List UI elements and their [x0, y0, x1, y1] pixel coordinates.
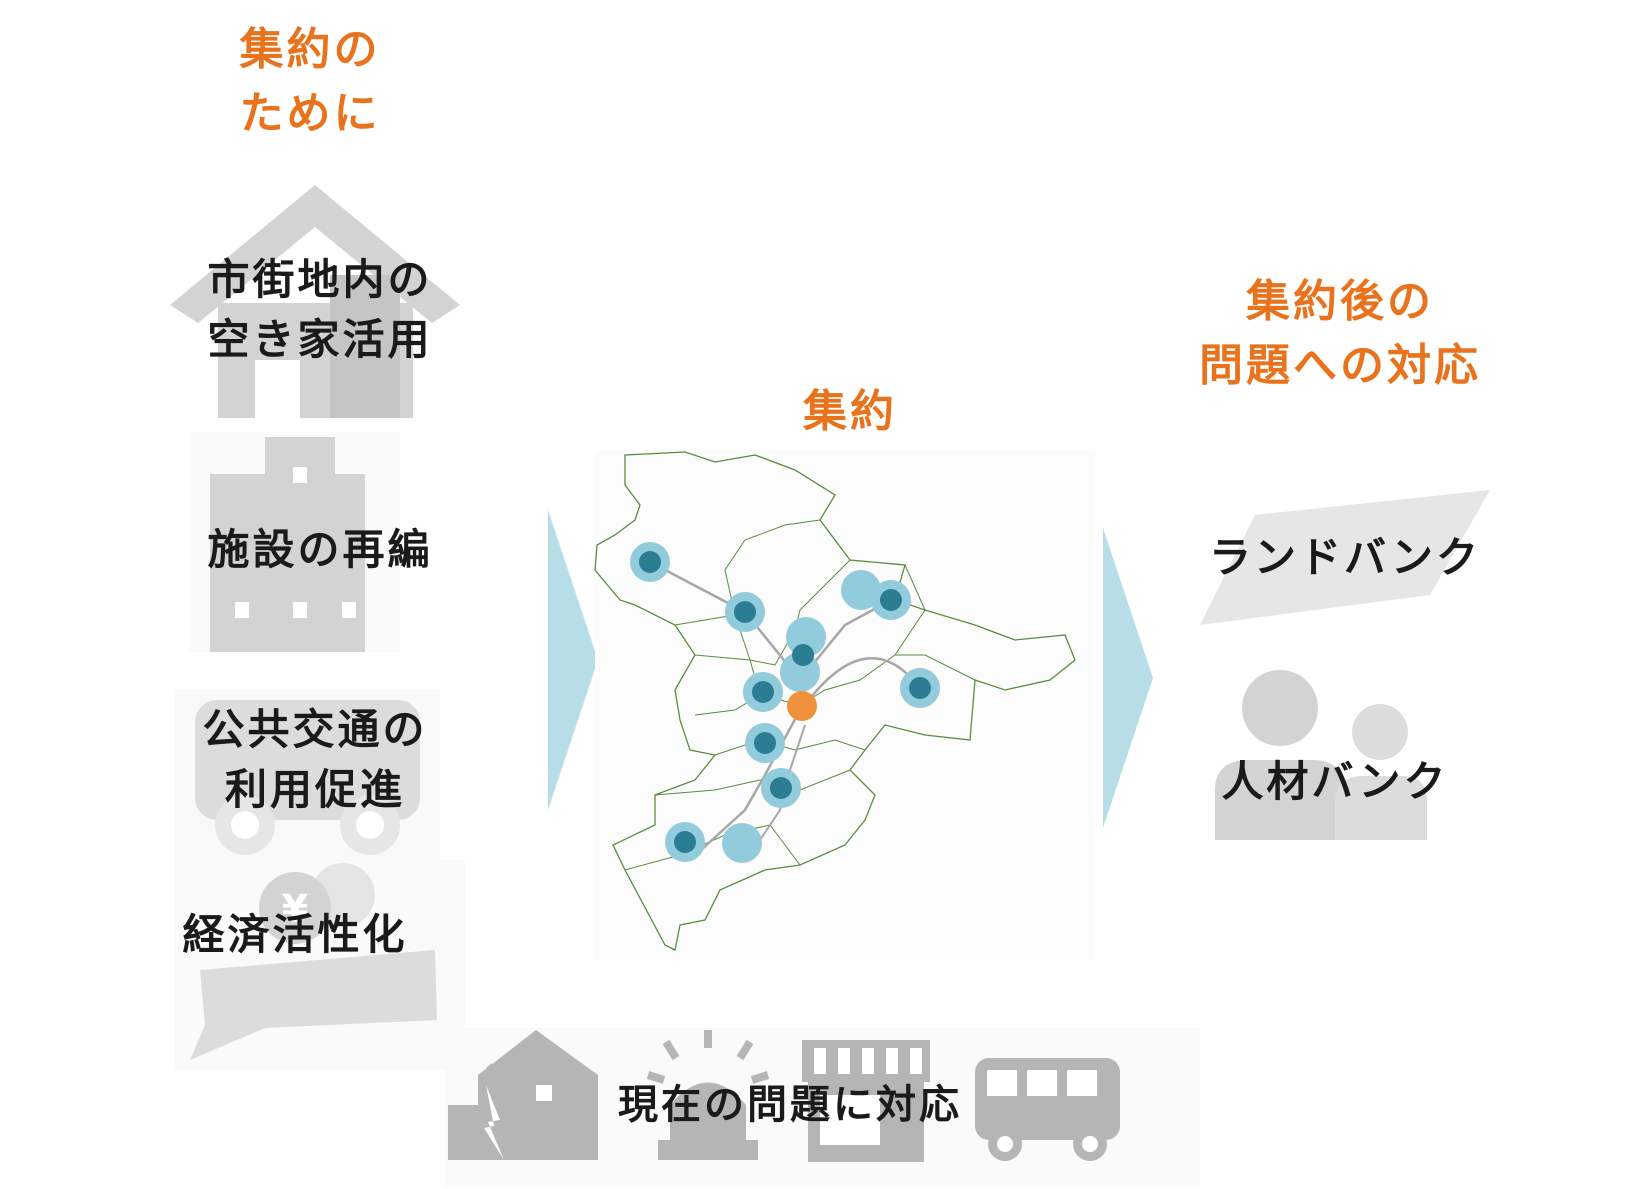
house-icon — [170, 185, 460, 418]
left-item-4-label: 経済活性化 — [150, 905, 440, 965]
station-node — [780, 644, 820, 692]
arrow-right-icon — [548, 510, 598, 810]
people-icon — [1215, 670, 1427, 840]
station-node — [665, 822, 705, 862]
city-map-icon — [594, 450, 1095, 960]
right-item-2-label: 人材バンク — [1221, 757, 1449, 806]
left-item-3-label: 公共交通の 利用促進 — [155, 700, 475, 820]
bus-icon — [175, 690, 440, 860]
station-node — [761, 768, 801, 808]
station-node — [725, 592, 765, 632]
station-node — [630, 542, 670, 582]
land-parcel-icon — [1200, 490, 1490, 625]
left-item-2-label: 施設の再編 — [180, 520, 460, 580]
left-heading: 集約の ために — [190, 18, 430, 146]
svg-text:¥: ¥ — [282, 887, 308, 931]
left-item-1-label: 市街地内の 空き家活用 — [160, 250, 480, 370]
station-node — [871, 580, 911, 620]
yen-coins-icon: ¥ — [175, 860, 465, 1070]
store-icon — [802, 1040, 930, 1162]
left-heading-line1: 集約の — [239, 24, 381, 75]
left-item-3-line1: 公共交通の — [202, 705, 428, 754]
center-heading: 集約 — [803, 386, 897, 437]
left-item-4-line1: 経済活性化 — [182, 910, 408, 959]
station-node — [745, 723, 785, 763]
station-node — [900, 668, 940, 708]
right-heading: 集約後の 問題への対応 — [1140, 270, 1540, 398]
station-node — [743, 672, 783, 712]
center-node — [787, 691, 817, 721]
arrow-right-icon-2 — [1103, 528, 1153, 828]
station-node — [722, 823, 762, 863]
right-heading-line1: 集約後の — [1246, 276, 1434, 327]
right-item-1-label: ランドバンク — [1208, 533, 1482, 582]
alarm-light-icon — [646, 1030, 770, 1160]
building-icon — [190, 432, 400, 652]
left-item-1-line1: 市街地内の — [207, 255, 433, 304]
damaged-house-icon — [448, 1030, 598, 1160]
right-heading-line2: 問題への対応 — [1199, 340, 1481, 391]
left-item-2-line1: 施設の再編 — [207, 525, 433, 574]
left-item-3-line2: 利用促進 — [224, 765, 405, 814]
bus-icon-2 — [975, 1058, 1120, 1161]
left-item-1-line2: 空き家活用 — [207, 315, 433, 364]
left-heading-line2: ために — [239, 88, 381, 139]
bottom-label: 現在の問題に対応 — [618, 1082, 962, 1128]
